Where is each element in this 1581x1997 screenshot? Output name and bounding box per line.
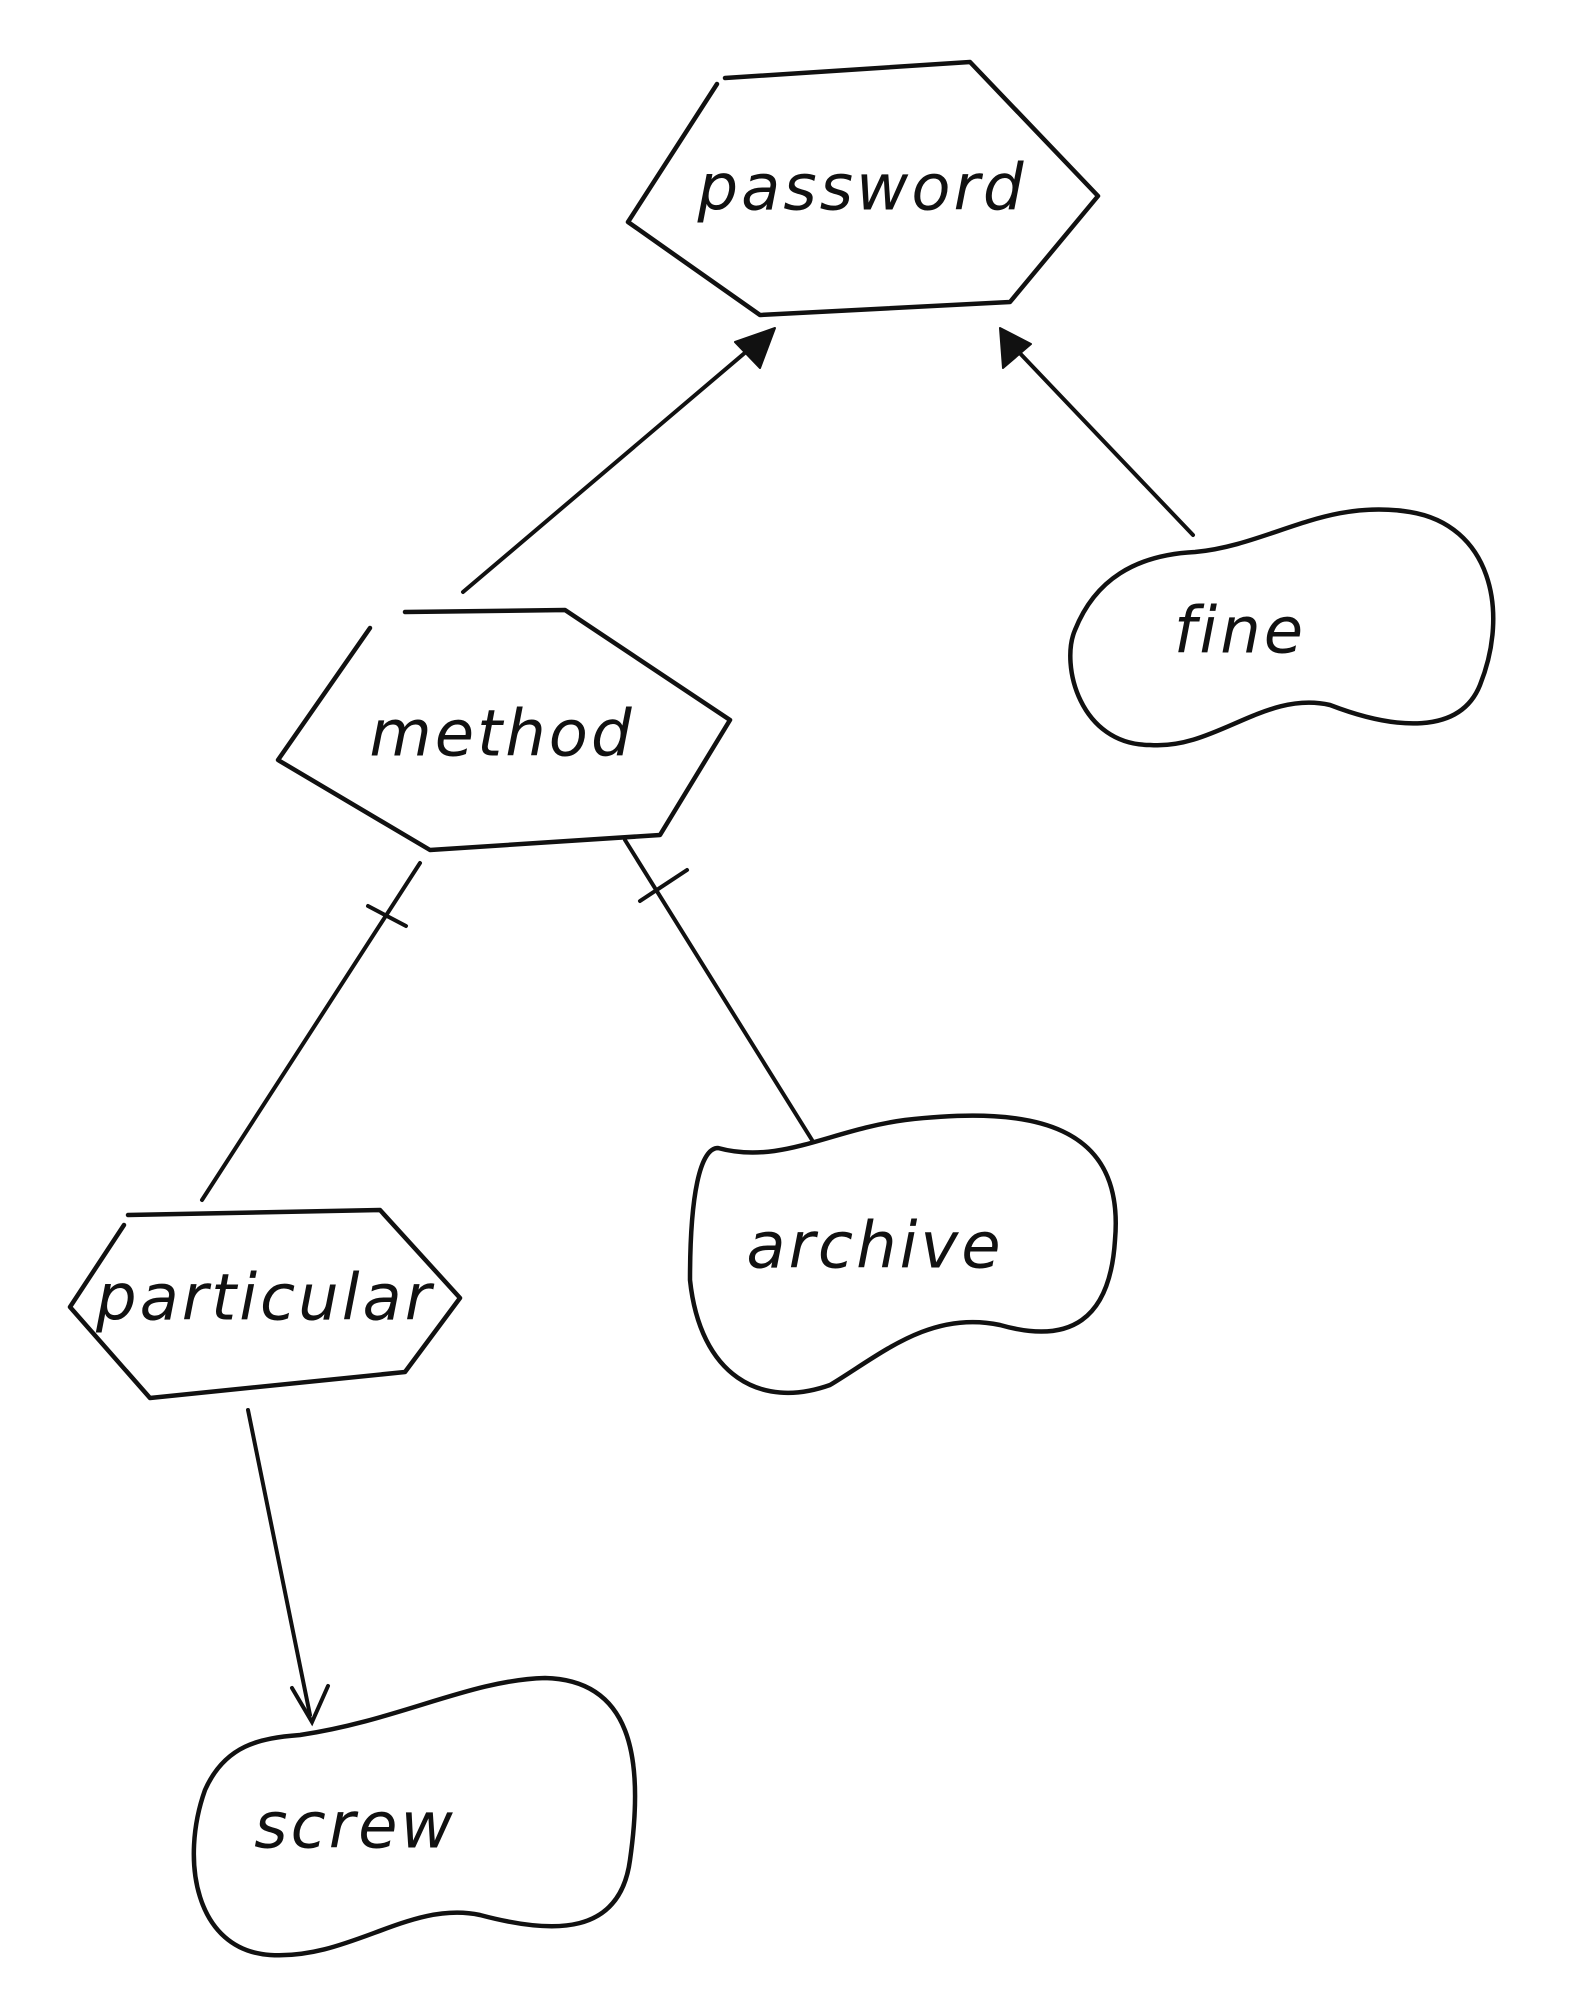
edge-method-to-particular: [200, 861, 422, 1202]
node-screw[interactable]: screw: [191, 1675, 638, 1958]
edge-particular-to-screw: [246, 1408, 330, 1727]
node-label: particular: [95, 1262, 435, 1336]
open-arrowhead-icon: [290, 1684, 330, 1727]
edge-method-to-archive: [623, 838, 814, 1142]
node-password[interactable]: password: [625, 59, 1101, 318]
edge-method-to-password: [461, 327, 776, 594]
tee-mark-icon: [638, 868, 689, 903]
node-label: screw: [254, 1790, 456, 1864]
filled-arrowhead-icon: [999, 327, 1032, 369]
node-particular[interactable]: particular: [67, 1207, 463, 1401]
node-label: method: [369, 698, 634, 772]
filled-arrowhead-icon: [734, 327, 776, 369]
node-fine[interactable]: fine: [1068, 507, 1496, 748]
tee-mark-icon: [366, 904, 408, 928]
edge-fine-to-password: [999, 327, 1195, 537]
node-archive[interactable]: archive: [687, 1113, 1119, 1395]
node-label: archive: [746, 1210, 1003, 1284]
node-label: password: [697, 152, 1027, 226]
node-label: fine: [1174, 595, 1306, 669]
node-method[interactable]: method: [275, 607, 733, 853]
